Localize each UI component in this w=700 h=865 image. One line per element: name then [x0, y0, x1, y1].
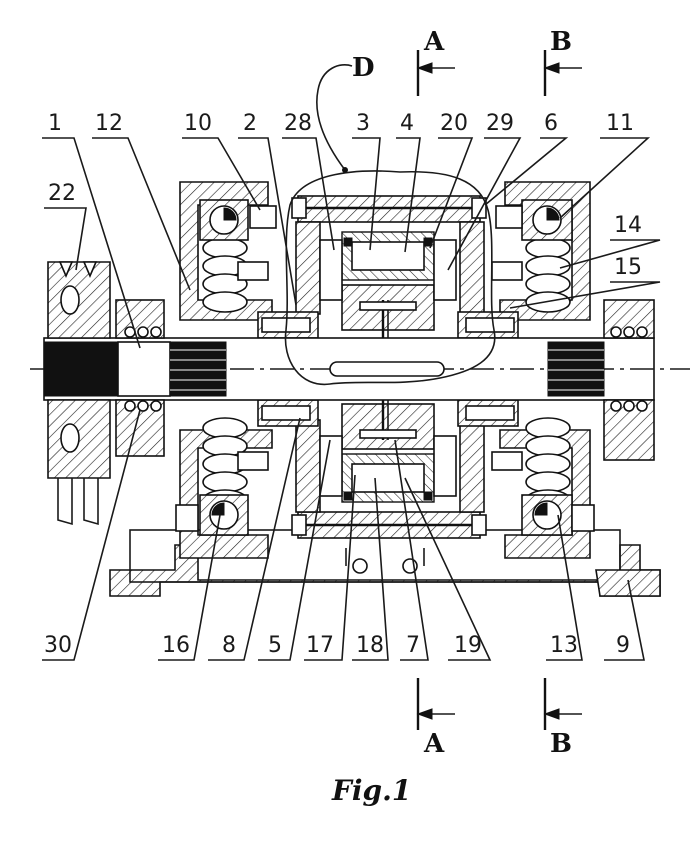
section-label-b-bottom: B [550, 729, 572, 759]
callout-13: 13 [550, 633, 578, 658]
callouts-side: 22 14 15 [48, 181, 642, 280]
callout-12: 12 [95, 111, 123, 136]
callout-8: 8 [222, 633, 236, 658]
callout-5: 5 [268, 633, 282, 658]
left-spline [169, 341, 227, 397]
callout-19: 19 [454, 633, 482, 658]
callout-17: 17 [306, 633, 334, 658]
callout-2: 2 [243, 111, 257, 136]
left-housing [175, 181, 277, 559]
callout-9: 9 [616, 633, 630, 658]
detail-d-outline [284, 170, 496, 386]
figure-caption: Fig.1 [331, 774, 411, 807]
callout-4: 4 [400, 111, 414, 136]
callout-29: 29 [486, 111, 514, 136]
callouts-top: 1 12 10 2 28 3 4 20 29 6 11 [48, 111, 634, 136]
callout-20: 20 [440, 111, 468, 136]
central-housing [291, 195, 487, 574]
callout-6: 6 [544, 111, 558, 136]
callout-14: 14 [614, 213, 642, 238]
callout-22: 22 [48, 181, 76, 206]
section-label-a-top: A [423, 27, 445, 57]
callout-3: 3 [356, 111, 370, 136]
section-markers [416, 50, 582, 730]
right-housing [491, 181, 595, 559]
callout-11: 11 [606, 111, 634, 136]
callout-28: 28 [284, 111, 312, 136]
leader-lines [42, 137, 661, 661]
detail-label: D [352, 53, 375, 83]
callout-7: 7 [406, 633, 420, 658]
right-support [595, 299, 661, 597]
left-support [115, 299, 165, 457]
callout-1: 1 [48, 111, 62, 136]
callout-10: 10 [184, 111, 212, 136]
callout-30: 30 [44, 633, 72, 658]
callout-18: 18 [356, 633, 384, 658]
pulley [47, 261, 111, 526]
callout-16: 16 [162, 633, 190, 658]
section-label-a-bottom: A [423, 729, 445, 759]
right-spline [547, 341, 605, 397]
callout-15: 15 [614, 255, 642, 280]
section-label-b-top: B [550, 27, 572, 57]
main-shaft [30, 337, 690, 401]
callouts-bottom: 30 16 8 5 17 18 7 19 13 9 [44, 633, 630, 658]
